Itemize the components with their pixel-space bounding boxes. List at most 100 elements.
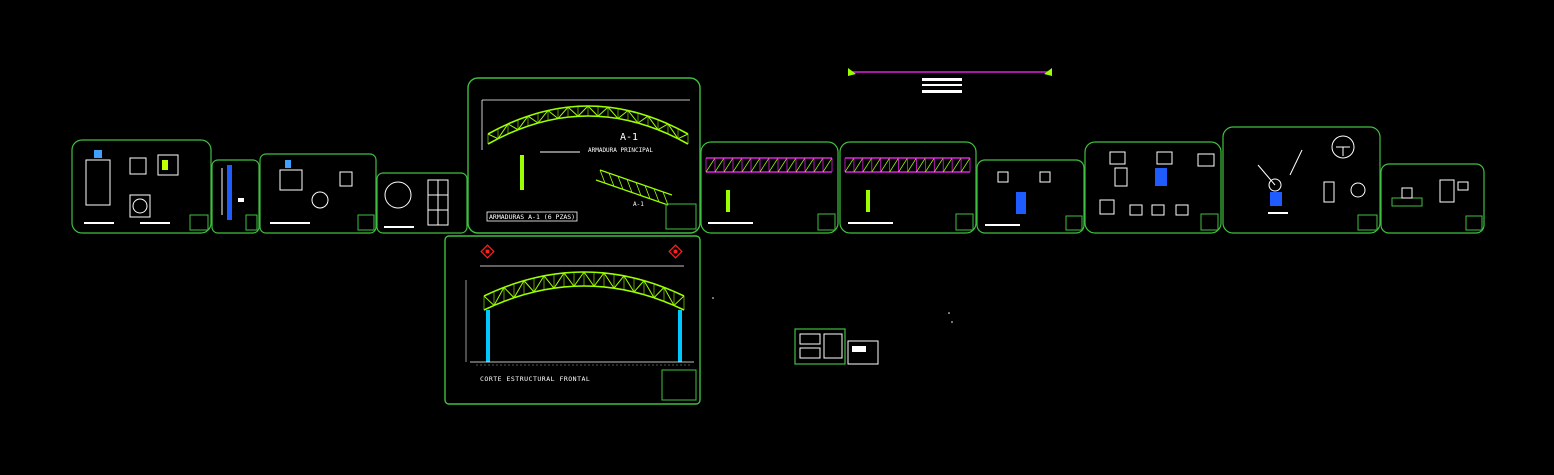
- section-mark: A-1: [633, 201, 644, 208]
- bottom-chord: [673, 304, 685, 311]
- sheet-12-frontal-section[interactable]: CORTE ESTRUCTURAL FRONTAL: [444, 235, 701, 405]
- diagonal: [657, 123, 669, 131]
- detail-diagonal: [626, 179, 633, 193]
- diagonal: [553, 272, 565, 289]
- diagonal: [577, 105, 589, 117]
- diagonal: [567, 106, 579, 117]
- bottom-chord: [543, 287, 555, 291]
- detail-bottom-chord: [613, 185, 624, 190]
- detail-diagonal: [617, 176, 624, 190]
- sheet-05-main-truss[interactable]: A-1 ARMADURA PRINCIPAL A-1 ARMADURAS A-1…: [467, 77, 701, 234]
- diagonal: [583, 271, 595, 287]
- top-chord: [557, 106, 569, 110]
- diagonal: [916, 157, 926, 173]
- detail-top-chord: [635, 181, 646, 187]
- detail-diagonal: [662, 191, 669, 206]
- bottom-chord: [603, 286, 615, 289]
- flat-truss-elevation: [705, 157, 833, 173]
- bottom-chord: [567, 115, 579, 118]
- bottom-chord: [653, 297, 665, 303]
- top-chord: [533, 275, 545, 279]
- frontal-truss: [483, 271, 685, 311]
- diagonal: [527, 115, 539, 124]
- diagonal: [853, 157, 864, 173]
- bottom-chord: [667, 133, 679, 140]
- sheet-01-details[interactable]: [71, 139, 212, 234]
- diagonal: [593, 272, 605, 287]
- top-chord: [613, 273, 625, 277]
- diagonal: [822, 157, 833, 173]
- truss-detail-section: [595, 169, 673, 206]
- diagonal: [933, 157, 944, 173]
- top-chord: [607, 106, 619, 110]
- sheet-10-welds[interactable]: [1222, 126, 1381, 234]
- bottom-chord: [517, 125, 529, 131]
- bottom-chord: [553, 286, 565, 289]
- diagonal: [483, 295, 495, 306]
- bottom-chord: [483, 304, 495, 311]
- top-chord: [507, 118, 519, 125]
- top-chord: [657, 118, 669, 125]
- diagonal: [507, 123, 519, 131]
- sheet-02-column[interactable]: [211, 159, 260, 234]
- detail-bottom-chord: [631, 191, 642, 197]
- diagonal: [633, 280, 645, 293]
- diagonal: [637, 115, 649, 124]
- top-chord: [637, 112, 649, 117]
- top-chord: [503, 283, 515, 289]
- sheet-04-plan[interactable]: [376, 172, 468, 234]
- truss-title: ARMADURA PRINCIPAL: [588, 147, 653, 154]
- bottom-chord: [533, 289, 545, 293]
- truss-mark: A-1: [620, 132, 638, 143]
- sheet-07-side-truss-2[interactable]: [839, 141, 977, 234]
- diagonal: [547, 110, 559, 119]
- diagonal: [880, 157, 890, 173]
- diagonal: [663, 287, 675, 306]
- diagonal: [603, 272, 615, 289]
- top-chord: [543, 273, 555, 277]
- bottom-chord: [523, 291, 535, 296]
- top-chord: [653, 283, 665, 289]
- top-chord: [547, 107, 559, 112]
- sheet-06-side-truss-1[interactable]: [700, 141, 839, 234]
- diagonal: [759, 157, 770, 173]
- top-chord: [527, 112, 539, 117]
- sheet-03-anchor[interactable]: [259, 153, 377, 234]
- top-chord: [673, 290, 685, 297]
- bottom-chord: [537, 119, 549, 124]
- detail-top-chord: [662, 191, 673, 196]
- sheet-09-joints[interactable]: [1084, 141, 1222, 234]
- top-chord: [497, 123, 509, 130]
- diagonal: [557, 106, 569, 119]
- bottom-chord: [493, 300, 505, 307]
- sheet-08-connection[interactable]: [976, 159, 1085, 234]
- diagonal: [898, 157, 908, 173]
- sheet-11-base[interactable]: [1380, 163, 1485, 234]
- bottom-chord: [513, 293, 525, 299]
- diagonal: [804, 157, 815, 173]
- diagonal: [714, 157, 725, 173]
- diagonal: [533, 275, 545, 293]
- diagonal: [862, 157, 873, 173]
- top-chord: [617, 107, 629, 112]
- diagonal: [907, 157, 917, 173]
- diagonal: [786, 157, 797, 173]
- bottom-chord: [633, 291, 645, 296]
- detail-diagonal: [599, 169, 606, 184]
- diagonal: [643, 280, 655, 299]
- bottom-chord: [557, 116, 569, 120]
- diagonal: [723, 157, 734, 173]
- right-column: [678, 310, 682, 362]
- top-chord: [493, 286, 505, 293]
- detail-diagonal: [635, 182, 642, 196]
- bottom-chord: [663, 300, 675, 307]
- detail-bottom-chord: [622, 188, 633, 194]
- left-column: [486, 310, 490, 362]
- top-chord: [603, 272, 615, 275]
- diagonal: [960, 157, 971, 173]
- diagonal: [871, 157, 882, 173]
- main-truss-elevation: [487, 105, 689, 145]
- sheet-13-legend[interactable]: [794, 328, 879, 365]
- diagonal: [732, 157, 743, 173]
